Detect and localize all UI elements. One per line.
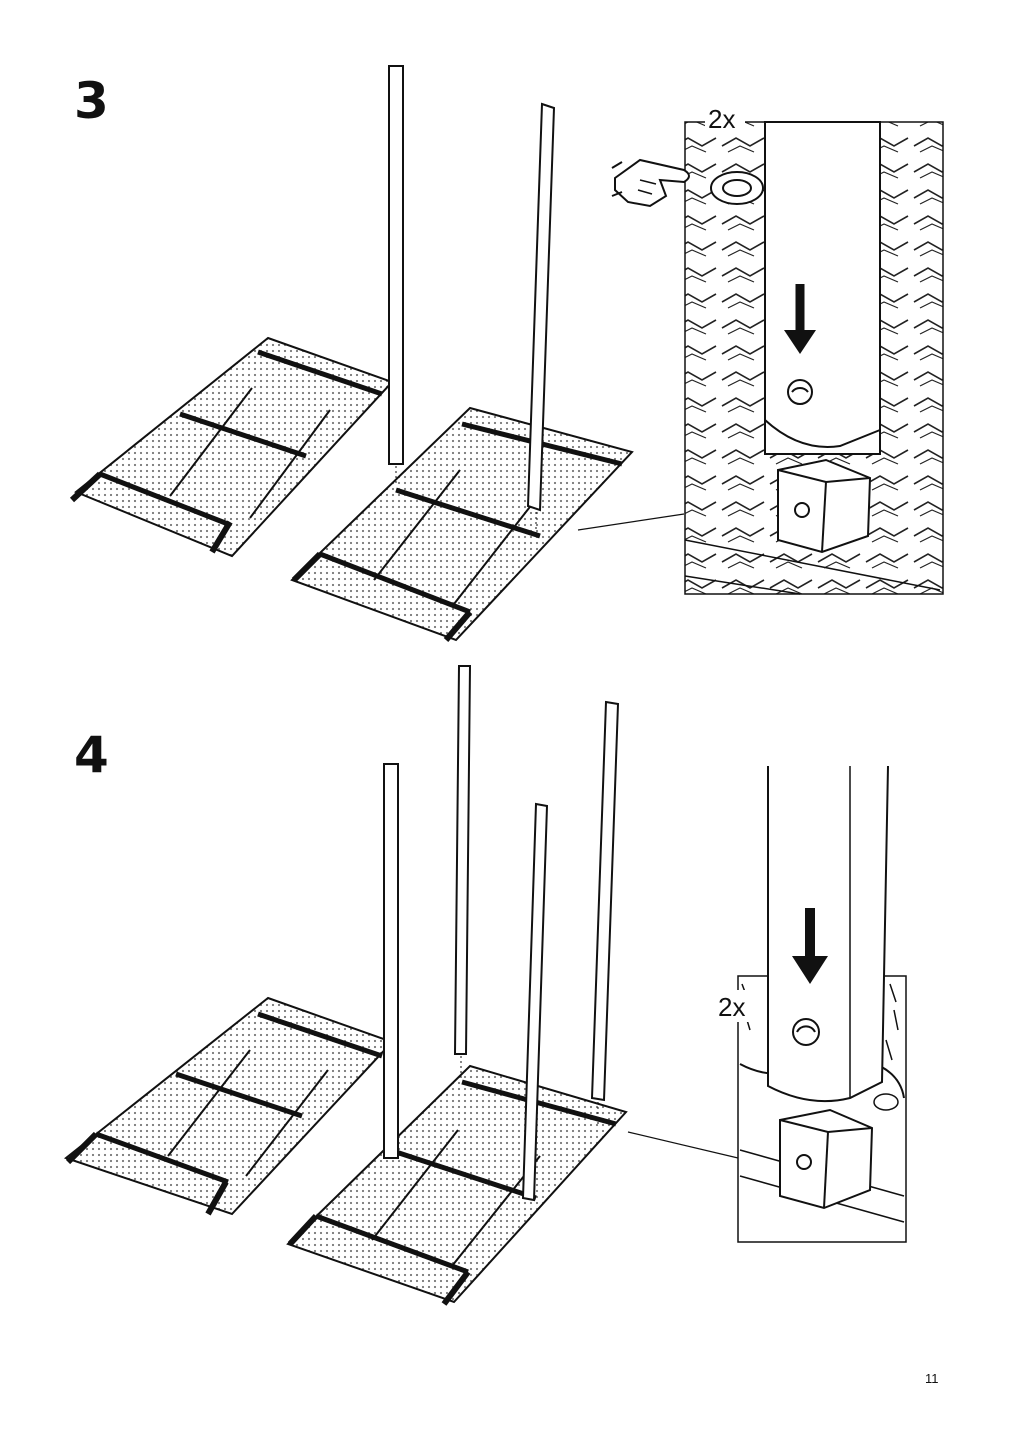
step-4-detail-post	[767, 765, 889, 1103]
step-3-post-left	[388, 65, 404, 486]
step-3-number: 3	[74, 72, 109, 130]
step-3-detail-panel	[684, 121, 944, 595]
step-3-shelf-frame-right	[290, 406, 634, 642]
hand-press-icon	[611, 158, 690, 208]
step-4-callout-line	[627, 1131, 739, 1159]
step-4-number: 4	[74, 726, 109, 784]
step-3-quantity: 2x	[708, 104, 735, 134]
step-4-shelf-frame-left	[63, 996, 394, 1216]
page-number: 11	[925, 1371, 939, 1386]
step-4-post-3	[521, 802, 549, 1202]
step-3-shelf-frame-left	[69, 336, 394, 558]
step-3-post-right	[526, 102, 556, 534]
step-4-post-4	[590, 700, 620, 1124]
step-4-quantity: 2x	[718, 992, 745, 1022]
step-4-post-2	[453, 665, 472, 1080]
step-4-shelf-frame-right	[286, 1064, 628, 1306]
step-3-callout-line	[577, 513, 685, 531]
step-4-post-1	[383, 763, 399, 1159]
